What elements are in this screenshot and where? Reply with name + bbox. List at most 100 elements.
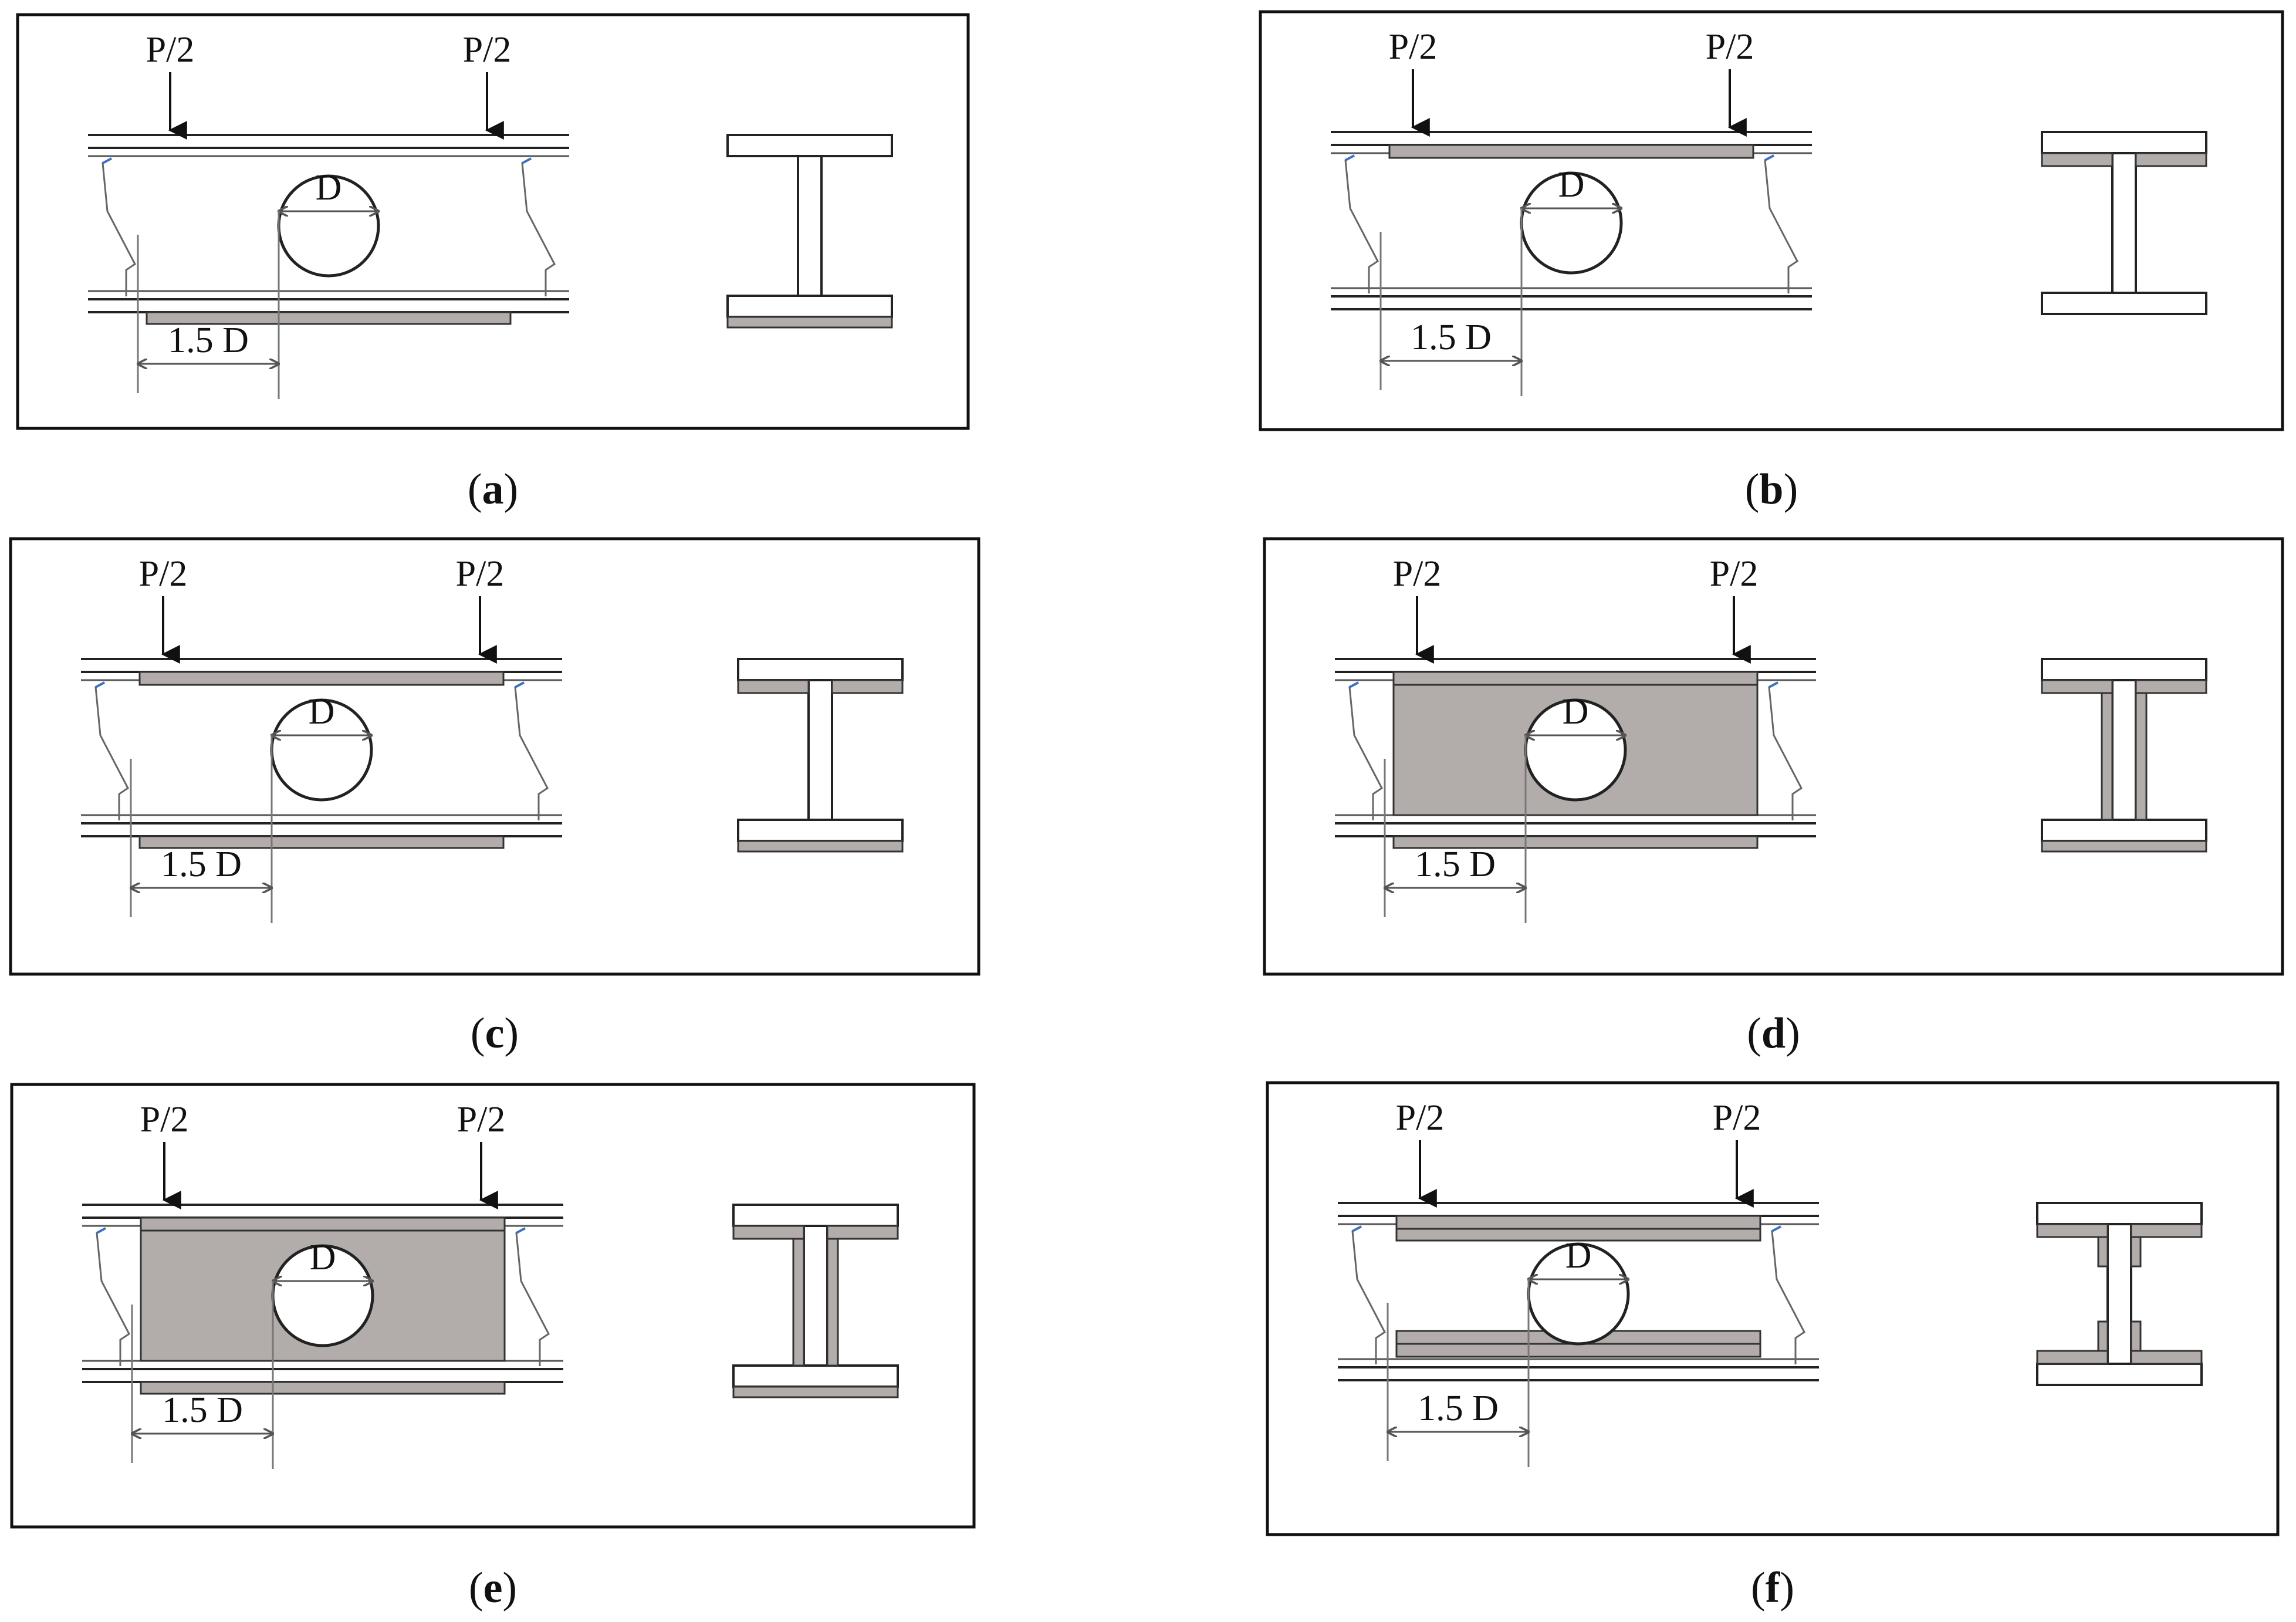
- load-label: P/2: [1389, 27, 1438, 67]
- section-cfrp: [2097, 1320, 2109, 1352]
- caption-letter: a: [482, 465, 504, 513]
- cfrp-bottom-strip-inner: [1395, 1343, 1761, 1358]
- load-label: P/2: [457, 1100, 506, 1140]
- distance-label: 1.5 D: [162, 1390, 243, 1430]
- top-flange: [737, 658, 904, 681]
- distance-label: 1.5 D: [1415, 844, 1496, 884]
- section-cfrp: [2097, 1236, 2109, 1268]
- section-cfrp: [2130, 1236, 2142, 1268]
- caption-letter: f: [1766, 1564, 1781, 1612]
- break-line-accent: [96, 1227, 106, 1234]
- section-cfrp: [732, 1386, 899, 1398]
- web: [803, 1225, 829, 1367]
- caption-paren-close: ): [1784, 465, 1798, 513]
- cfrp-top-strip: [1388, 144, 1754, 159]
- cross-section: [726, 134, 893, 329]
- distance-label: 1.5 D: [1418, 1388, 1499, 1428]
- section-cfrp: [826, 1238, 839, 1367]
- section-cfrp: [2130, 1350, 2203, 1365]
- diameter-label: D: [1563, 692, 1589, 732]
- bottom-flange: [732, 1364, 899, 1388]
- caption-text: (a): [468, 465, 518, 513]
- panel-frame: [1263, 537, 2284, 976]
- caption-letter: c: [485, 1009, 505, 1057]
- section-cfrp: [2135, 679, 2207, 694]
- load-label: P/2: [1396, 1098, 1445, 1138]
- section-cfrp: [2130, 1223, 2203, 1238]
- caption-letter: d: [1761, 1009, 1786, 1057]
- panel-caption: (e): [469, 1564, 517, 1612]
- caption-paren-close: ): [1780, 1564, 1794, 1612]
- load-label: P/2: [1706, 27, 1754, 67]
- caption-text: (d): [1747, 1009, 1800, 1057]
- bottom-flange: [2041, 819, 2207, 842]
- break-line-accent: [1771, 1225, 1781, 1232]
- break-line-accent: [1349, 681, 1359, 688]
- section-cfrp: [726, 316, 893, 329]
- section-cfrp: [831, 679, 904, 694]
- bottom-flange: [726, 295, 893, 318]
- cfrp-top-strip: [138, 671, 505, 686]
- section-cfrp: [2041, 840, 2207, 853]
- load-label: P/2: [463, 30, 512, 70]
- panel-caption: (f): [1751, 1564, 1794, 1612]
- caption-text: (f): [1751, 1564, 1794, 1612]
- panel-caption: (c): [471, 1009, 519, 1057]
- section-cfrp: [792, 1238, 805, 1367]
- diameter-label: D: [1558, 165, 1585, 205]
- caption-text: (c): [471, 1009, 519, 1057]
- break-line: [1344, 154, 1379, 293]
- break-line-accent: [516, 1227, 526, 1234]
- top-flange: [2041, 658, 2207, 681]
- panel-f: D 1.5 D P/2 P/2 (f): [1266, 1081, 2280, 1612]
- cfrp-bottom-strip: [140, 1381, 506, 1395]
- diameter-label: D: [1565, 1236, 1592, 1276]
- panel-caption: (a): [468, 465, 518, 513]
- section-cfrp: [2101, 692, 2114, 821]
- section-cfrp: [2036, 1350, 2109, 1365]
- caption-paren-close: ): [504, 1009, 519, 1057]
- caption-paren-open: (: [468, 465, 482, 513]
- web: [807, 679, 833, 821]
- section-cfrp: [2135, 692, 2148, 821]
- panel-frame: [16, 13, 970, 430]
- load-label: P/2: [140, 1100, 189, 1140]
- top-flange: [2041, 131, 2207, 154]
- diameter-label: D: [310, 1238, 336, 1278]
- caption-text: (b): [1745, 465, 1798, 513]
- cfrp-bottom-strip: [138, 835, 505, 849]
- panel-caption: (b): [1745, 465, 1798, 513]
- cfrp-top-strip: [140, 1216, 506, 1232]
- break-line: [102, 157, 136, 296]
- cross-section: [737, 658, 904, 853]
- web: [797, 155, 823, 297]
- caption-paren-close: ): [504, 465, 519, 513]
- panel-frame: [10, 1083, 976, 1529]
- section-cfrp: [2041, 152, 2114, 167]
- caption-paren-close: ): [502, 1564, 517, 1612]
- load-label: P/2: [1710, 554, 1759, 594]
- panel-caption: (d): [1747, 1009, 1800, 1057]
- load-label: P/2: [146, 30, 195, 70]
- caption-text: (e): [469, 1564, 517, 1612]
- caption-letter: e: [483, 1564, 503, 1612]
- break-line-accent: [1345, 154, 1355, 161]
- caption-paren-open: (: [471, 1009, 485, 1057]
- section-cfrp: [737, 679, 810, 694]
- bottom-flange: [2036, 1363, 2203, 1386]
- load-label: P/2: [456, 554, 505, 594]
- break-line: [521, 157, 556, 296]
- break-line: [515, 1227, 550, 1366]
- panel-frame: [1266, 1081, 2280, 1536]
- top-flange: [2036, 1202, 2203, 1225]
- caption-paren-open: (: [1751, 1564, 1766, 1612]
- caption-paren-open: (: [1747, 1009, 1761, 1057]
- cfrp-bottom-strip: [1392, 835, 1759, 849]
- load-label: P/2: [139, 554, 188, 594]
- load-label: P/2: [1713, 1098, 1761, 1138]
